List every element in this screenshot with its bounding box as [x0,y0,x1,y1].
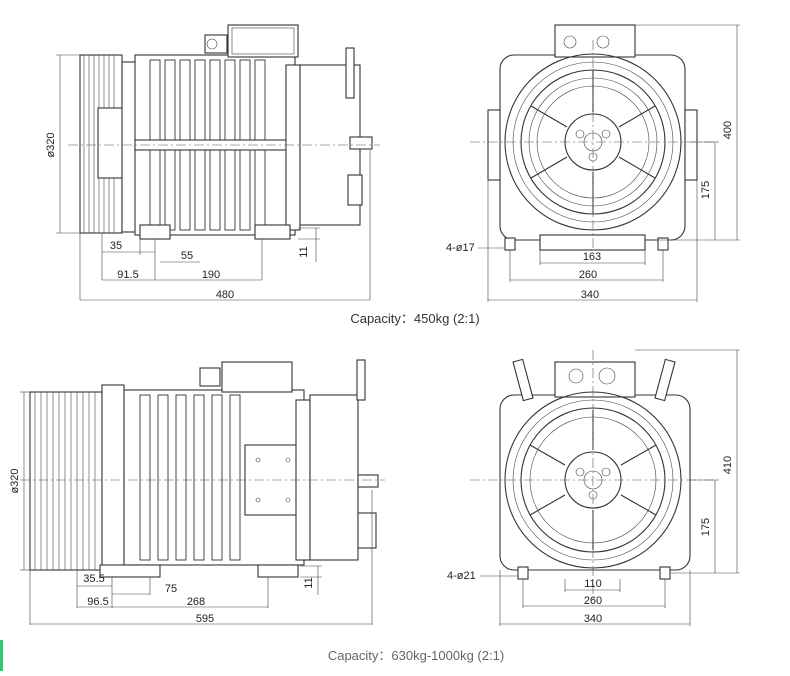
front-view-630-1000kg: 4-ø21 110 260 340 410 175 [447,349,740,626]
motor-body [123,389,311,566]
dim-110: 110 [584,578,602,590]
dim-260: 260 [584,595,602,607]
dimension-lines [20,391,373,625]
dim-diameter: ø320 [9,468,21,493]
dim-410: 410 [722,456,734,474]
dim-175: 175 [700,181,712,199]
mount-foot-left [139,224,171,240]
dim-11: 11 [298,246,310,257]
dim-96-5: 96.5 [87,596,108,608]
dim-340: 340 [584,613,602,625]
terminal-box [204,24,299,58]
dim-340: 340 [581,289,599,301]
side-view-450kg: ø320 35 55 91.5 190 480 11 [45,24,380,301]
dim-35: 35 [110,240,122,252]
dim-35-5: 35.5 [83,573,104,585]
dim-595: 595 [196,613,214,625]
brake-assembly [299,47,373,226]
mount-foot-left [99,564,161,578]
dim-75: 75 [165,583,177,595]
caption-450kg: Capacity：450kg (2:1) [350,311,479,326]
dim-190: 190 [202,269,220,281]
dim-480: 480 [216,289,234,301]
dim-268: 268 [187,596,205,608]
side-view-630-1000kg: ø320 35.5 75 96.5 268 595 11 [9,359,385,625]
brake-assembly [309,359,379,561]
mount-foot-right [254,224,291,240]
dim-holes: 4-ø21 [447,570,476,582]
dim-55: 55 [181,250,193,262]
dimension-lines [480,349,740,626]
traction-sheave [29,384,125,571]
dim-400: 400 [722,121,734,139]
foot-hole-left [517,566,529,580]
dim-260: 260 [579,269,597,281]
dimension-lines [478,24,740,302]
dim-163: 163 [583,251,601,263]
dim-91-5: 91.5 [117,269,138,281]
caption-630-1000kg: Capacity：630kg-1000kg (2:1) [328,648,504,663]
foot-hole-right [659,566,671,580]
foot-hole-left [504,237,516,251]
terminal-box [199,361,293,393]
corner-accent [0,640,3,671]
dim-175: 175 [700,518,712,536]
dim-holes: 4-ø17 [446,242,475,254]
mount-foot-right [257,564,299,578]
dim-diameter: ø320 [45,132,57,157]
front-view-450kg: 4-ø17 163 260 340 400 175 [446,24,740,302]
dim-11: 11 [303,577,315,588]
dimension-lines [56,54,371,301]
